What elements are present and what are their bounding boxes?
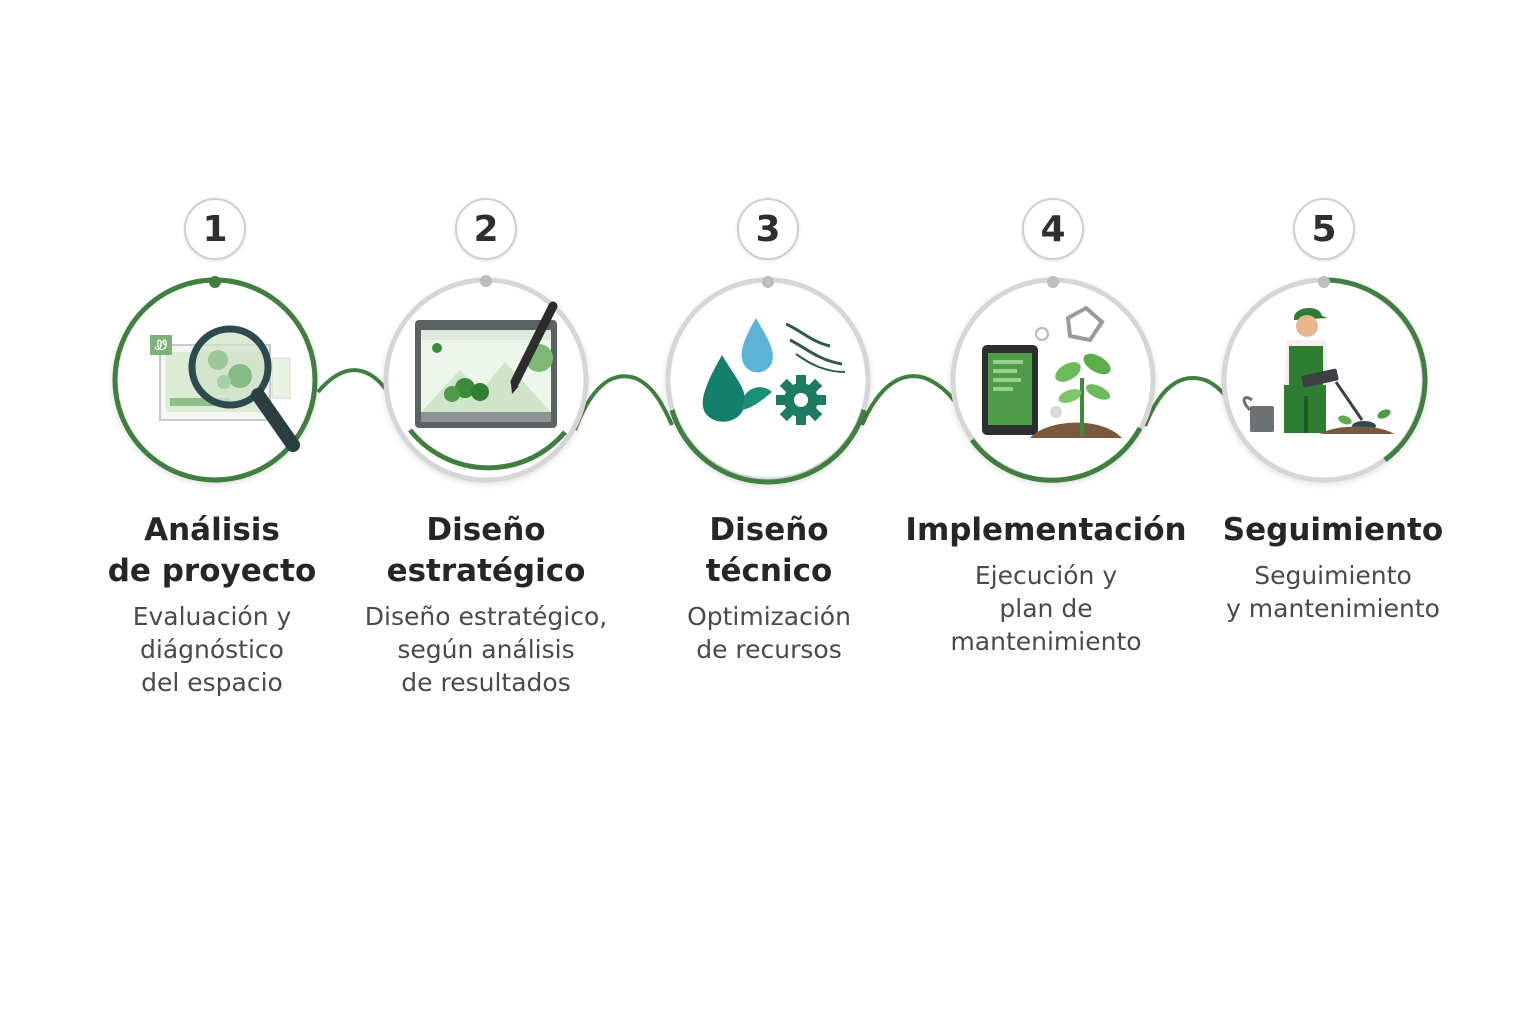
design-tablet-pen-icon [415,301,558,428]
gardener-icon [1242,307,1394,434]
step-5-description: Seguimiento y mantenimiento [1183,559,1483,625]
step-2-desc-line: según análisis [397,635,575,664]
step-2-text: Diseño estratégico Diseño estratégico, s… [336,510,636,699]
step-1-text: Análisis de proyecto Evaluación y diágnó… [62,510,362,699]
step-5-title: Seguimiento [1183,510,1483,551]
step-5-number: 5 [1311,208,1337,250]
step-4-title-line: Implementación [905,512,1187,548]
step-2-title-line: estratégico [386,553,586,589]
step-5-number-badge: 5 [1293,198,1355,260]
step-1-title-line: Análisis [144,512,280,548]
tablet-sprout-icon [982,305,1122,438]
step-4-number: 4 [1040,208,1066,250]
step-4-desc-line: plan de [999,594,1093,623]
step-3-title: Diseño técnico [619,510,919,592]
step-3-number-badge: 3 [737,198,799,260]
step-4-dot [1047,276,1059,288]
step-3-description: Optimización de recursos [619,600,919,666]
step-3-desc-line: Optimización [687,602,851,631]
step-1-description: Evaluación y diágnóstico del espacio [62,600,362,699]
step-1-number-badge: 1 [184,198,246,260]
step-1-title: Análisis de proyecto [62,510,362,592]
step-2-title: Diseño estratégico [336,510,636,592]
step-1-desc-line: diágnóstico [140,635,284,664]
step-3-desc-line: de recursos [696,635,842,664]
step-5-desc-line: y mantenimiento [1226,594,1440,623]
step-3-title-line: Diseño [709,512,829,548]
step-1-dot [209,276,221,288]
step-1-number: 1 [202,208,228,250]
step-4-desc-line: mantenimiento [950,627,1142,656]
step-4-desc-line: Ejecución y [974,561,1118,590]
step-2-description: Diseño estratégico, según análisis de re… [336,600,636,699]
step-1-desc-line: del espacio [141,668,283,697]
step-3-title-line: técnico [705,553,833,589]
step-2-desc-line: Diseño estratégico, [364,602,608,631]
step-5-desc-line: Seguimiento [1254,561,1412,590]
step-5-text: Seguimiento Seguimiento y mantenimiento [1183,510,1483,625]
step-5-dot [1318,276,1330,288]
step-4-text: Implementación Ejecución y plan de mante… [896,510,1196,658]
step-2-dot [480,275,492,287]
step-3-text: Diseño técnico Optimización de recursos [619,510,919,666]
step-5-title-line: Seguimiento [1222,512,1444,548]
step-4-number-badge: 4 [1022,198,1084,260]
step-1-desc-line: Evaluación y [132,602,292,631]
svg-text:Ꮺ: Ꮺ [154,338,168,354]
step-4-description: Ejecución y plan de mantenimiento [896,559,1196,658]
step-2-number: 2 [473,208,499,250]
step-3-circle [665,277,871,485]
connector-wave-2-3 [573,374,674,431]
step-2-desc-line: de resultados [401,668,571,697]
step-3-number: 3 [755,208,781,250]
step-2-number-badge: 2 [455,198,517,260]
step-3-dot [762,276,774,288]
step-4-title: Implementación [896,510,1196,551]
step-2-title-line: Diseño [426,512,546,548]
step-1-title-line: de proyecto [107,553,317,589]
magnifier-plan-icon: Ꮺ [150,325,300,452]
